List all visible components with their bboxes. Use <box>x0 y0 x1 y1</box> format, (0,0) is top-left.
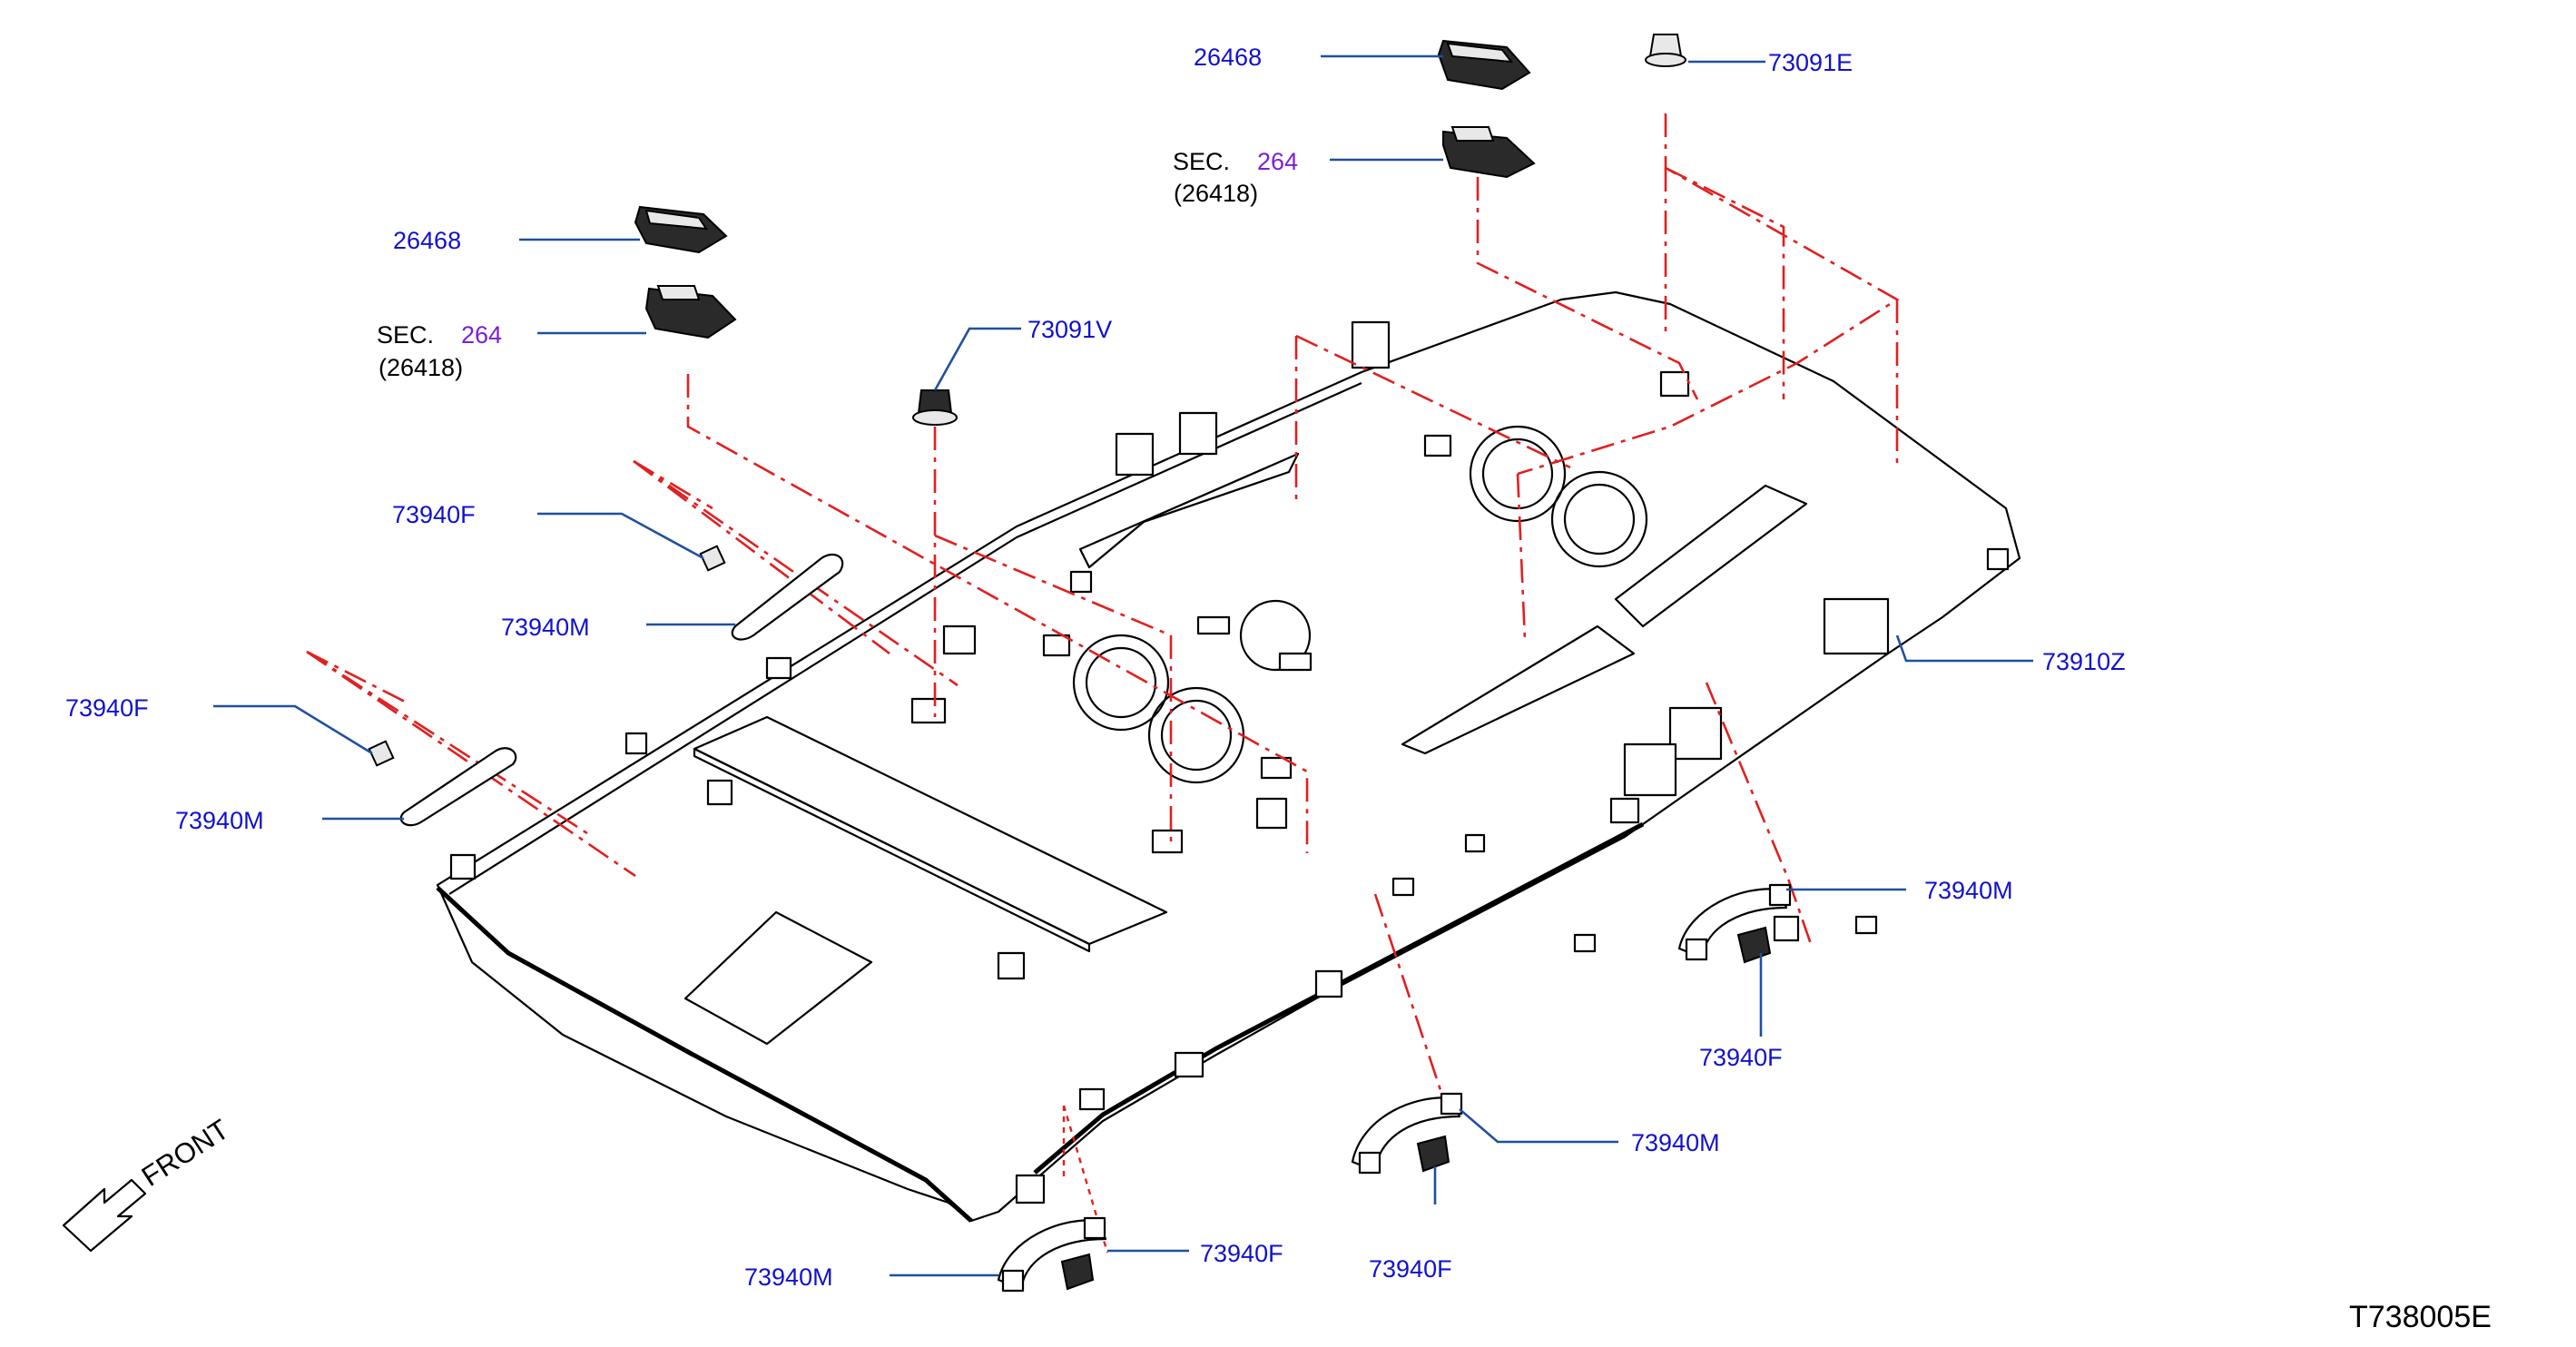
lamp-ring-1 <box>1072 634 1170 732</box>
lamp-ring-3 <box>1469 425 1567 523</box>
headlining-panel <box>436 290 2021 1223</box>
front-label: FRONT <box>136 1113 235 1193</box>
label-sec-num-front: 264 <box>461 321 502 349</box>
front-direction-arrow: FRONT <box>62 1113 235 1253</box>
label-grip-right-mid: 73940M <box>1631 1129 1720 1156</box>
clip-73091v <box>912 389 958 426</box>
reference-code: T738005E <box>2349 1300 2492 1334</box>
label-sec-num-rear: 264 <box>1257 148 1298 175</box>
lamp-ring-4 <box>1550 470 1648 568</box>
panel-clips <box>449 320 2010 1204</box>
label-cap-right-rear: 73940F <box>1699 1044 1783 1071</box>
map-lamp-front <box>634 205 728 254</box>
label-lamp-rear: 26468 <box>1194 44 1262 71</box>
label-cap-left-lower: 73940F <box>65 694 149 722</box>
assist-grip-right-mid <box>1351 1092 1463 1175</box>
label-cap-right-mid: 73940F <box>1369 1255 1452 1283</box>
label-grip-left-lower: 73940M <box>175 807 264 834</box>
map-lamp-front-sec <box>644 285 737 339</box>
label-headlining: 73910Z <box>2042 648 2126 675</box>
label-grip-right-rear: 73940M <box>1924 877 2013 904</box>
map-lamp-rear <box>1437 39 1531 91</box>
label-cap-right-front: 73940F <box>1200 1240 1283 1267</box>
label-sec-prefix-front: SEC. <box>377 321 434 349</box>
assist-grip-right-front <box>997 1216 1107 1293</box>
map-lamp-rear-sec <box>1442 126 1536 179</box>
label-grip-right-front: 73940M <box>744 1263 833 1291</box>
label-sec-prefix-rear: SEC. <box>1173 148 1230 175</box>
assist-grip-right-rear <box>1677 883 1792 964</box>
label-grip-left-upper: 73940M <box>501 614 590 641</box>
label-sec-sub-rear: (26418) <box>1174 180 1258 207</box>
label-clip-top: 73091E <box>1768 49 1853 76</box>
assist-grip-left-lower <box>368 740 517 827</box>
assist-grip-left-upper <box>699 545 844 641</box>
phantom-lines <box>306 113 1900 1254</box>
clip-73091e <box>1645 34 1686 67</box>
leader-lines <box>213 54 2033 1277</box>
label-sec-sub-front: (26418) <box>379 354 463 381</box>
label-cap-left-upper: 73940F <box>392 501 476 528</box>
label-clip-mid: 73091V <box>1027 316 1112 343</box>
label-lamp-front: 26468 <box>393 227 461 254</box>
